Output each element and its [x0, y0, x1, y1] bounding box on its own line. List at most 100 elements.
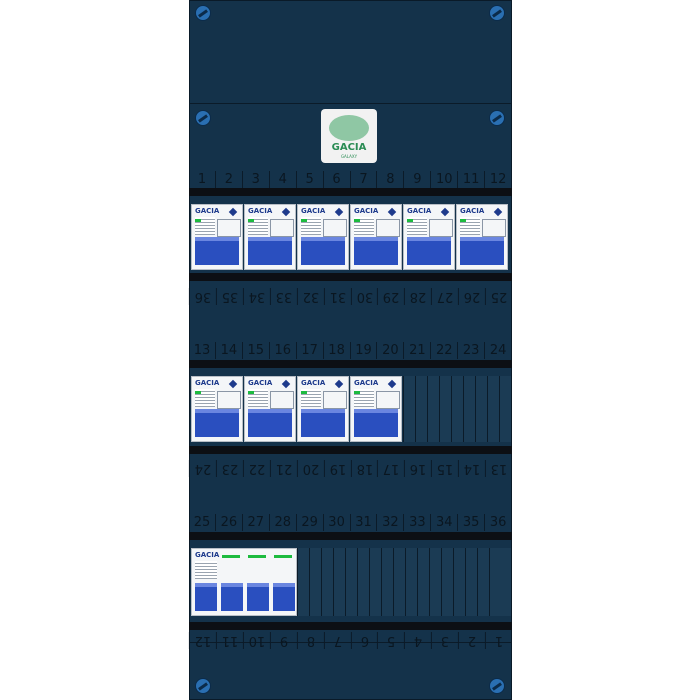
blank-slot [416, 376, 428, 442]
breaker-module[interactable]: GACIA [244, 204, 296, 270]
terminal-number: 23 [215, 460, 243, 477]
breaker-lever[interactable] [270, 409, 292, 437]
blank-slot [310, 548, 322, 616]
breaker-module[interactable]: GACIA [456, 204, 508, 270]
blank-slot [478, 548, 490, 616]
switch-lever[interactable] [247, 583, 269, 611]
terminal-number: 6 [350, 632, 378, 649]
breaker-brand-label: GACIA [195, 379, 220, 387]
din-rail [189, 273, 512, 281]
breaker-lever[interactable] [301, 237, 323, 265]
breaker-lever[interactable] [195, 409, 217, 437]
din-rail [189, 446, 512, 454]
breaker-lever[interactable] [429, 237, 451, 265]
status-indicator [301, 391, 307, 394]
brand-arrow-icon [228, 207, 238, 217]
circuit-symbol-icon [376, 391, 400, 409]
brand-arrow-icon [440, 207, 450, 217]
terminal-number: 2 [216, 171, 243, 188]
brand-arrow-icon [281, 207, 291, 217]
status-indicator [301, 219, 307, 222]
breaker-lever[interactable] [301, 409, 323, 437]
breaker-module[interactable]: GACIA [191, 204, 243, 270]
breaker-lever[interactable] [376, 409, 398, 437]
breaker-module[interactable]: GACIA [244, 376, 296, 442]
brand-arrow-icon [334, 379, 344, 389]
terminal-number: 1 [189, 171, 216, 188]
terminal-number: 9 [404, 171, 432, 188]
breaker-module[interactable]: GACIA [297, 376, 349, 442]
circuit-symbol-icon [429, 219, 453, 237]
screw-icon [489, 5, 505, 21]
terminal-number: 32 [296, 288, 324, 305]
blank-slot [440, 376, 452, 442]
status-indicator [248, 219, 254, 222]
breaker-brand-label: GACIA [195, 551, 220, 559]
status-indicator [460, 219, 466, 222]
brand-arrow-icon [387, 379, 397, 389]
blank-cover-strip [297, 548, 511, 616]
terminal-number: 17 [297, 342, 324, 359]
breaker-lever[interactable] [248, 409, 270, 437]
breaker-brand-label: GACIA [301, 207, 326, 215]
breaker-brand-label: GACIA [460, 207, 485, 215]
circuit-symbol-icon [270, 391, 294, 409]
breaker-lever[interactable] [248, 237, 270, 265]
status-indicator [274, 555, 292, 558]
terminal-number: 8 [296, 632, 324, 649]
breaker-brand-label: GACIA [195, 207, 220, 215]
terminal-number: 19 [351, 342, 378, 359]
blank-slot [442, 548, 454, 616]
breaker-lever[interactable] [354, 409, 376, 437]
breaker-lever[interactable] [460, 237, 482, 265]
screw-icon [489, 678, 505, 694]
breaker-module[interactable]: GACIA [403, 204, 455, 270]
terminal-number: 29 [377, 288, 405, 305]
breaker-brand-label: GACIA [407, 207, 432, 215]
circuit-symbol-icon [323, 219, 347, 237]
breaker-lever[interactable] [323, 237, 345, 265]
circuit-symbol-icon [376, 219, 400, 237]
breaker-lever[interactable] [323, 409, 345, 437]
breaker-module[interactable]: GACIA [297, 204, 349, 270]
breaker-lever[interactable] [217, 237, 239, 265]
breaker-lever[interactable] [195, 237, 217, 265]
status-indicator [195, 219, 201, 222]
terminal-number: 27 [431, 288, 459, 305]
terminal-number: 7 [323, 632, 351, 649]
brand-arrow-icon [493, 207, 503, 217]
status-indicator [222, 555, 240, 558]
switch-lever[interactable] [221, 583, 243, 611]
terminal-number: 5 [377, 632, 405, 649]
terminal-number: 25 [189, 514, 216, 531]
breaker-module[interactable]: GACIA [350, 204, 402, 270]
switch-lever[interactable] [273, 583, 295, 611]
breaker-lever[interactable] [270, 237, 292, 265]
terminal-number: 15 [243, 342, 270, 359]
brand-arrow-icon [387, 207, 397, 217]
status-indicator [407, 219, 413, 222]
breaker-lever[interactable] [376, 237, 398, 265]
terminal-number: 35 [458, 514, 486, 531]
terminal-number: 24 [485, 342, 513, 359]
terminal-number: 14 [216, 342, 243, 359]
blank-slot [452, 376, 464, 442]
terminal-number: 34 [242, 288, 270, 305]
terminal-number: 12 [485, 171, 513, 188]
globe-icon [329, 115, 369, 141]
terminal-number: 5 [297, 171, 324, 188]
breaker-module[interactable]: GACIA [350, 376, 402, 442]
main-switch-module[interactable]: GACIA [191, 548, 297, 616]
breaker-module[interactable]: GACIA [191, 376, 243, 442]
breaker-lever[interactable] [407, 237, 429, 265]
screw-icon [195, 110, 211, 126]
breaker-lever[interactable] [482, 237, 504, 265]
blank-slot [404, 376, 416, 442]
brand-arrow-icon [281, 379, 291, 389]
terminal-number: 21 [269, 460, 297, 477]
breaker-lever[interactable] [217, 409, 239, 437]
switch-lever[interactable] [195, 583, 217, 611]
terminal-number: 18 [324, 342, 351, 359]
breaker-lever[interactable] [354, 237, 376, 265]
